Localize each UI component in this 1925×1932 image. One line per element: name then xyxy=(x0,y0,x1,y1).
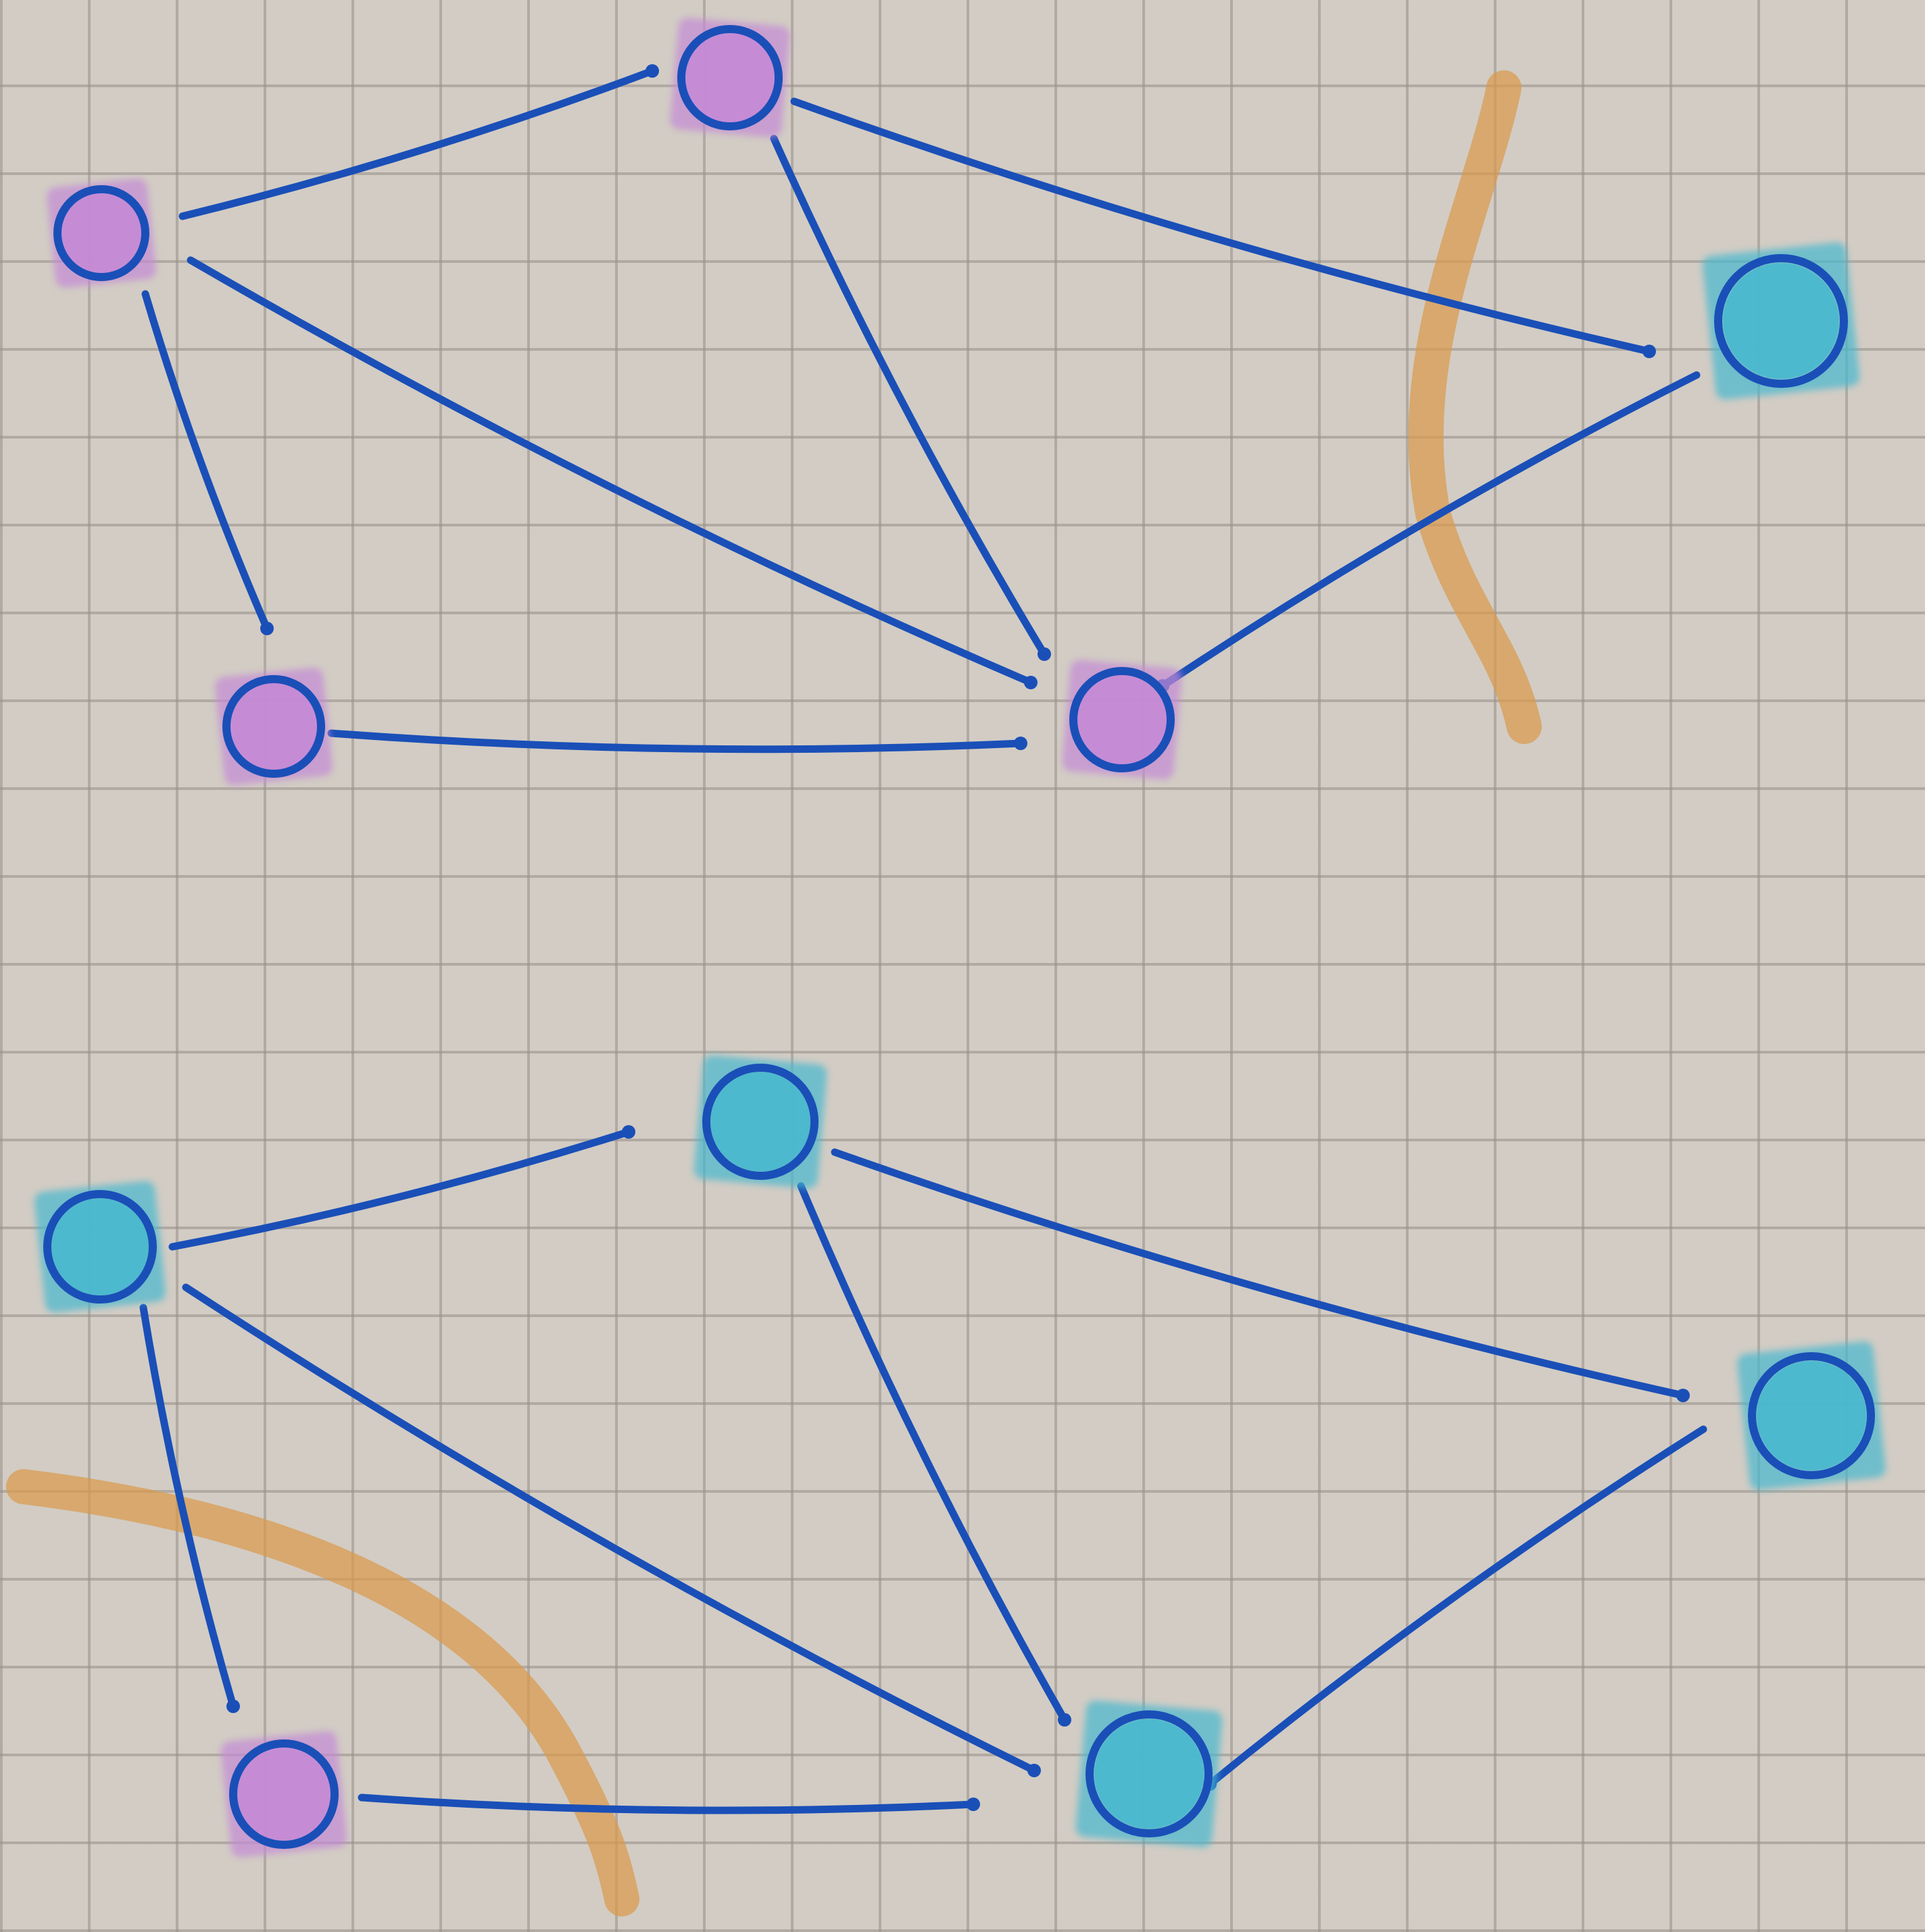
top-graph-cut-marker xyxy=(1408,70,1542,744)
top-graph-node-e xyxy=(222,675,325,778)
top-graph-edge-e-d xyxy=(327,729,1025,753)
bottom-graph-edge-a-b xyxy=(168,1128,633,1251)
bottom-graph-node-d xyxy=(1086,1710,1213,1837)
bottom-graph-edge-b-d xyxy=(797,1182,1069,1724)
bottom-graph-node-c-fill xyxy=(1757,1361,1866,1470)
bottom-graph-node-b xyxy=(702,1064,819,1180)
bottom-graph-node-a-fill xyxy=(51,1198,149,1295)
top-graph-edge-a-b xyxy=(178,67,656,220)
bottom-graph-node-e-fill xyxy=(237,1748,331,1841)
bottom-graph-edge-end-dot xyxy=(622,1125,635,1139)
top-graph-edge-end-dot xyxy=(260,622,274,635)
top-graph-node-d-fill xyxy=(1077,674,1167,765)
top-graph-node-b xyxy=(677,25,783,130)
top-graph-node-e-fill xyxy=(230,683,318,770)
bottom-graph-edge-e-d xyxy=(358,1793,977,1814)
bottom-graph-node-b-fill xyxy=(710,1072,810,1172)
bottom-graph-edge-end-dot xyxy=(226,1700,240,1713)
bottom-graph-edge-c-d xyxy=(1206,1425,1707,1788)
top-graph-node-d xyxy=(1069,667,1175,772)
top-graph-node-c xyxy=(1714,254,1848,388)
bottom-graph-edge-a-d xyxy=(182,1283,1038,1775)
top-graph-edge-a-e xyxy=(141,290,271,633)
bottom-graph-edge-end-dot xyxy=(1676,1389,1690,1402)
top-graph-edge-end-dot xyxy=(1038,647,1051,661)
bottom-graph-edge-a-e xyxy=(139,1304,237,1710)
top-graph-edge-b-d xyxy=(770,134,1048,658)
bottom-graph-node-e xyxy=(229,1739,339,1849)
bottom-graph-node-a xyxy=(43,1190,157,1304)
bottom-graph-edge-end-dot xyxy=(1027,1764,1041,1777)
bottom-graph-edge-b-c xyxy=(831,1148,1687,1400)
top-graph-edge-c-d xyxy=(1159,371,1701,690)
top-graph-node-c-fill xyxy=(1723,263,1839,379)
bottom-graph-edge-end-dot xyxy=(1058,1713,1071,1727)
top-graph-edge-b-c xyxy=(790,97,1653,355)
top-graph-node-a-fill xyxy=(61,193,142,274)
bottom-graph-node-d-fill xyxy=(1094,1719,1204,1829)
bottom-graph-edge-end-dot xyxy=(967,1798,980,1811)
bottom-graph-node-c xyxy=(1748,1352,1875,1479)
top-graph-node-b-fill xyxy=(685,32,775,123)
top-graph-edge-end-dot xyxy=(1024,676,1038,689)
top-graph-edge-end-dot xyxy=(645,64,659,78)
top-graph-edge-end-dot xyxy=(1642,345,1656,358)
top-graph-node-a xyxy=(53,185,149,281)
top-graph-edge-end-dot xyxy=(1014,737,1027,750)
bottom-graph-cut-marker xyxy=(6,1469,639,1916)
top-graph-edge-a-d xyxy=(187,256,1035,687)
